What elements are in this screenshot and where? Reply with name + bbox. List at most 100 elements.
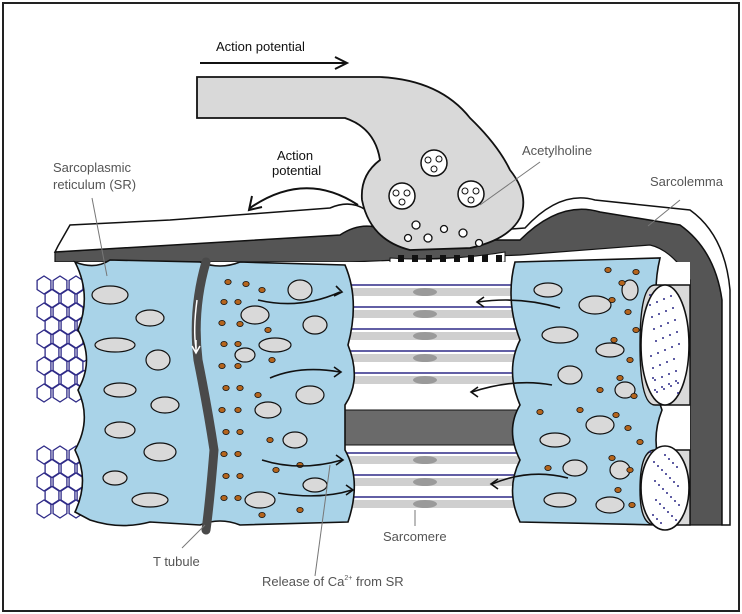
filament-dot: [651, 316, 653, 318]
filament-dot: [652, 514, 654, 516]
filament-dot: [652, 377, 654, 379]
calcium-ion: [219, 363, 225, 368]
filament-dot: [658, 313, 660, 315]
label-action-potential-mid-1: Action: [277, 148, 313, 163]
calcium-ion: [235, 495, 241, 500]
filament-dot: [677, 382, 679, 384]
calcium-ion: [627, 357, 633, 362]
filament-dot: [674, 500, 676, 502]
sr-hole: [95, 338, 135, 352]
sr-hole: [534, 283, 562, 297]
filament-dot: [665, 473, 667, 475]
m-line: [413, 478, 437, 486]
filament-dot: [673, 481, 675, 483]
filament-dot: [654, 389, 656, 391]
sr-hole: [586, 416, 614, 434]
filament-dot: [654, 379, 656, 381]
filament-dot: [671, 515, 673, 517]
sr-hole: [563, 460, 587, 476]
label-action-potential-mid-2: potential: [272, 163, 321, 178]
calcium-ion: [613, 412, 619, 417]
filament-dot: [653, 328, 655, 330]
sr-hole: [303, 478, 327, 492]
calcium-ion: [597, 387, 603, 392]
calcium-ion: [235, 451, 241, 456]
calcium-ion: [269, 357, 275, 362]
filament-dot: [667, 322, 669, 324]
calcium-ion: [259, 512, 265, 517]
calcium-ion: [243, 281, 249, 286]
m-line: [413, 332, 437, 340]
filament-dot: [669, 477, 671, 479]
filament-dot: [664, 349, 666, 351]
filament-dot: [659, 364, 661, 366]
filament-dot: [655, 340, 657, 342]
calcium-ion: [609, 455, 615, 460]
m-line: [413, 288, 437, 296]
calcium-ion: [637, 439, 643, 444]
filament-dot: [678, 504, 680, 506]
vesicle-group-1: [421, 150, 447, 176]
sr-hole: [283, 432, 307, 448]
calcium-ion: [611, 337, 617, 342]
filament-dot: [670, 385, 672, 387]
filament-dot: [657, 465, 659, 467]
filament-dot: [676, 466, 678, 468]
calcium-ion: [223, 385, 229, 390]
filament-dot: [677, 485, 679, 487]
calcium-ion: [631, 393, 637, 398]
calcium-ion: [627, 467, 633, 472]
filament-dot: [673, 358, 675, 360]
vesicle-group-2: [389, 183, 415, 209]
filament-dot: [663, 507, 665, 509]
sr-hole: [136, 310, 164, 326]
calcium-ion: [577, 407, 583, 412]
sr-hole: [596, 343, 624, 357]
calcium-ion: [221, 495, 227, 500]
filament-dot: [660, 325, 662, 327]
calcium-ion: [619, 280, 625, 285]
filament-dot: [672, 462, 674, 464]
calcium-ion: [223, 429, 229, 434]
calcium-ion: [235, 407, 241, 412]
sr-hole: [144, 443, 176, 461]
calcium-ion: [221, 451, 227, 456]
sr-hole: [259, 338, 291, 352]
calcium-ion: [237, 385, 243, 390]
calcium-ion: [255, 392, 261, 397]
calcium-ion: [537, 409, 543, 414]
filament-dot: [674, 319, 676, 321]
sr-hole: [288, 280, 312, 300]
sr-hole: [542, 327, 578, 343]
calcium-ion: [297, 462, 303, 467]
filament-dot: [666, 492, 668, 494]
calcium-ion: [235, 299, 241, 304]
label-release-ca-prefix: Release of Ca: [262, 574, 345, 589]
m-line: [413, 376, 437, 384]
filament-dot: [650, 355, 652, 357]
filament-dot: [659, 503, 661, 505]
filament-dot: [670, 496, 672, 498]
sr-hole: [241, 306, 269, 324]
filament-dot: [666, 361, 668, 363]
calcium-ion: [219, 320, 225, 325]
filament-dot: [669, 334, 671, 336]
filament-dot: [660, 522, 662, 524]
calcium-ion: [219, 407, 225, 412]
sr-hole: [296, 386, 324, 404]
filament-dot: [649, 304, 651, 306]
filament-dot: [668, 373, 670, 375]
sr-hole: [146, 350, 170, 370]
calcium-ion: [633, 269, 639, 274]
filament-dot: [678, 343, 680, 345]
sr-hole: [596, 497, 624, 513]
vesicle-group-3: [458, 181, 484, 207]
calcium-ion: [237, 321, 243, 326]
sr-hole: [255, 402, 281, 418]
sr-hole: [92, 286, 128, 304]
calcium-ion: [609, 297, 615, 302]
calcium-ion: [235, 341, 241, 346]
calcium-ion: [237, 473, 243, 478]
calcium-ion: [273, 467, 279, 472]
filament-dot: [675, 380, 677, 382]
